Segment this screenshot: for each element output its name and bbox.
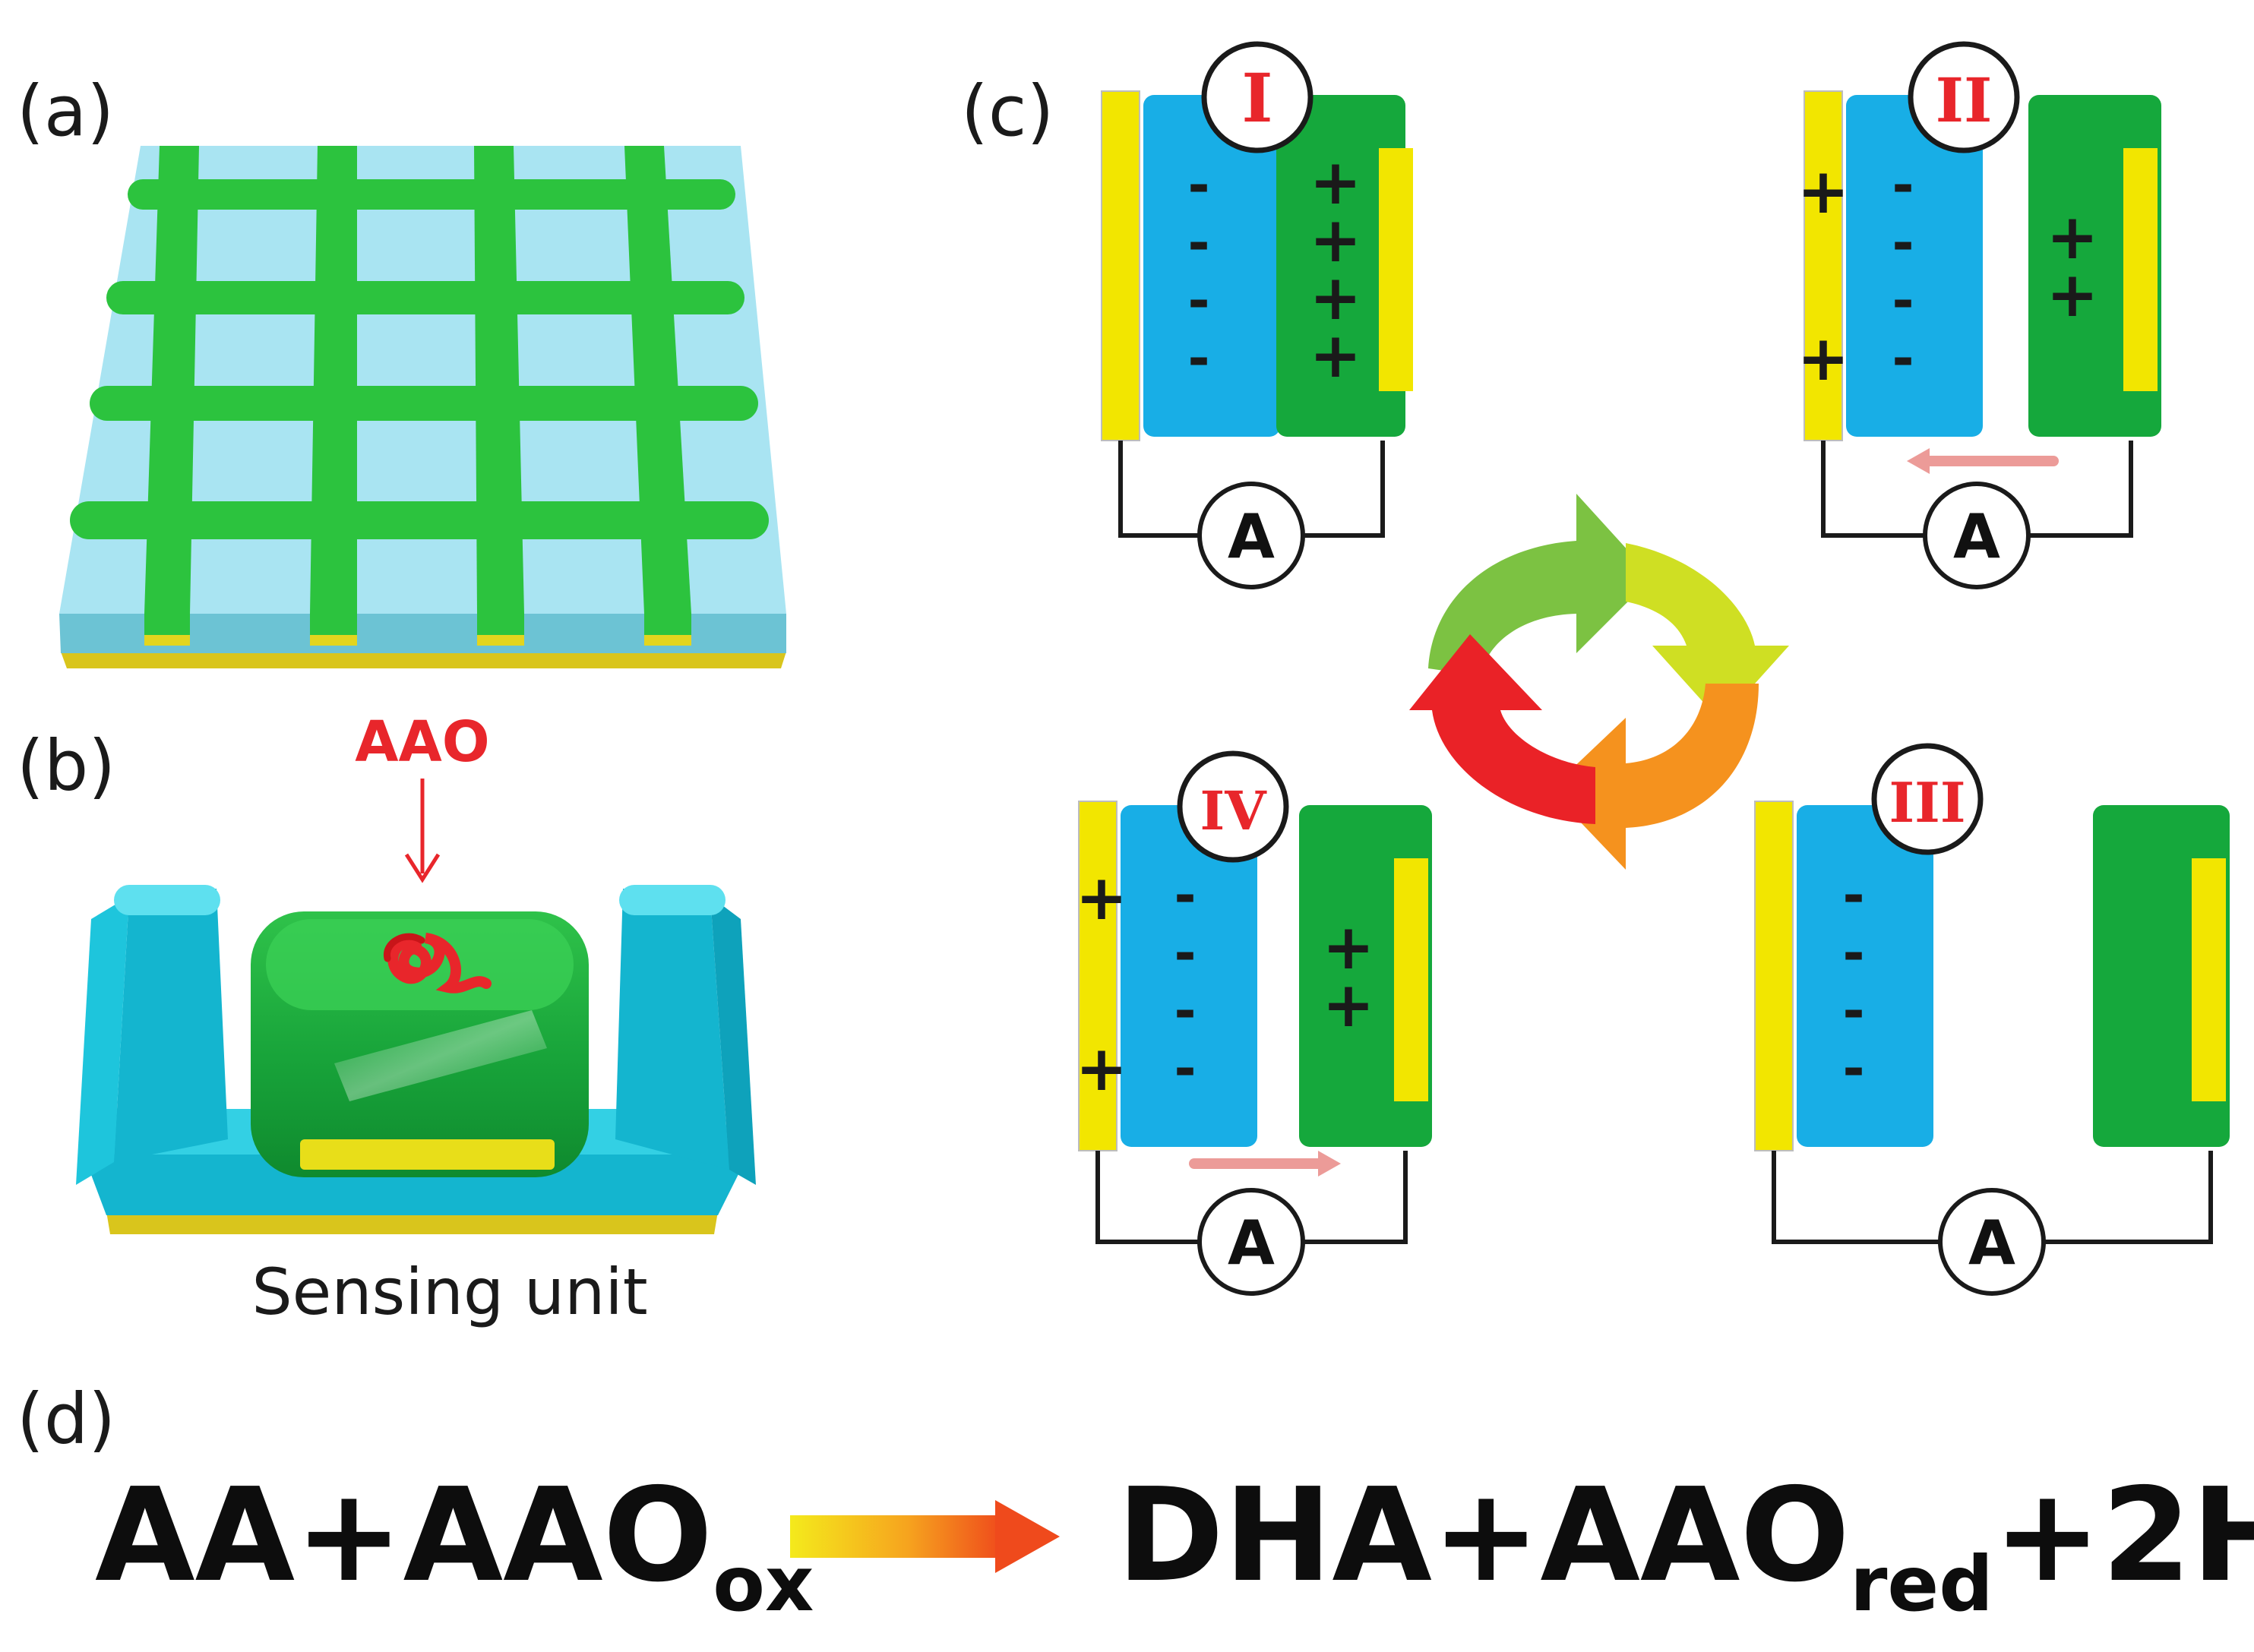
equation-product-subscript: red	[1850, 1540, 1993, 1628]
svg-text:-: -	[1842, 1038, 1864, 1100]
equation-products-tail: +2H	[1993, 1461, 2254, 1611]
svg-text:-: -	[1892, 212, 1914, 274]
svg-text:-: -	[1842, 864, 1864, 927]
svg-text:-: -	[1892, 270, 1914, 332]
svg-text:-: -	[1892, 327, 1914, 390]
svg-text:+: +	[1797, 156, 1850, 228]
aao-label: AAO	[355, 709, 489, 775]
svg-text:-: -	[1187, 270, 1209, 332]
svg-text:+: +	[1323, 969, 1375, 1041]
svg-text:I: I	[1241, 58, 1272, 137]
panel-b-sensing-unit: AAO Sensing unit	[76, 709, 756, 1329]
svg-text:-: -	[1187, 327, 1209, 390]
panel-label-c: (c)	[961, 71, 1054, 152]
svg-text:-: -	[1892, 154, 1914, 216]
svg-text:DHA+AAOred+2H+: DHA+AAOred+2H+	[1117, 1452, 2254, 1628]
svg-text:-: -	[1174, 980, 1196, 1042]
svg-text:+: +	[2047, 201, 2099, 273]
svg-text:+: +	[1323, 911, 1375, 984]
state-badge-II	[1908, 41, 2020, 153]
panel-label-a: (a)	[17, 71, 114, 152]
ammeter-icon	[1197, 482, 1305, 589]
svg-text:A: A	[1968, 1208, 2015, 1278]
svg-text:-: -	[1174, 922, 1196, 984]
equation-products: DHA+AAO	[1117, 1461, 1850, 1611]
svg-text:-: -	[1187, 212, 1209, 274]
svg-text:+: +	[1310, 204, 1362, 276]
svg-text:+: +	[1076, 1033, 1128, 1105]
state-I-cell: - - - - + + + + A I	[1101, 41, 1413, 589]
svg-text:A: A	[1228, 1208, 1275, 1278]
reaction-equation: AA+AAOox DHA+AAOred+2H+	[95, 1452, 2254, 1628]
svg-text:+: +	[1076, 862, 1128, 934]
svg-text:III: III	[1889, 770, 1965, 835]
equation-reactants: AA+AAO	[95, 1461, 713, 1611]
svg-text:+: +	[1310, 262, 1362, 334]
cycle-arrows-icon	[1409, 494, 1789, 870]
svg-text:IV: IV	[1200, 779, 1267, 842]
svg-text:-: -	[1842, 922, 1864, 984]
state-IV-cell: - - - - + + + + A IV	[1076, 750, 1432, 1296]
sensing-unit-caption: Sensing unit	[251, 1255, 647, 1329]
state-II-cell: - - - - + + + + A II	[1797, 41, 2161, 589]
svg-text:+: +	[2047, 259, 2099, 331]
svg-text:-: -	[1842, 980, 1864, 1042]
svg-text:+: +	[1310, 320, 1362, 392]
svg-text:AA+AAOox: AA+AAOox	[95, 1461, 814, 1628]
svg-text:-: -	[1174, 1038, 1196, 1100]
panel-label-b: (b)	[17, 725, 115, 807]
state-badge-IV	[1177, 750, 1289, 863]
state-badge-III	[1871, 743, 1984, 855]
ammeter-icon	[1938, 1188, 2046, 1296]
state-III-cell: - - - - A III	[1754, 743, 2230, 1296]
svg-text:A: A	[1228, 501, 1275, 572]
svg-text:-: -	[1174, 864, 1196, 927]
svg-text:+: +	[1310, 147, 1362, 219]
panel-a-grid-electrode	[59, 146, 786, 668]
ammeter-icon	[1197, 1188, 1305, 1296]
panel-label-d: (d)	[17, 1379, 115, 1460]
ammeter-icon	[1923, 482, 2031, 589]
state-badge-I	[1201, 41, 1314, 153]
svg-text:+: +	[1797, 323, 1850, 395]
svg-text:-: -	[1187, 154, 1209, 216]
reaction-arrow-icon	[790, 1515, 1003, 1558]
svg-text:A: A	[1953, 501, 2000, 572]
svg-text:II: II	[1936, 65, 1993, 136]
